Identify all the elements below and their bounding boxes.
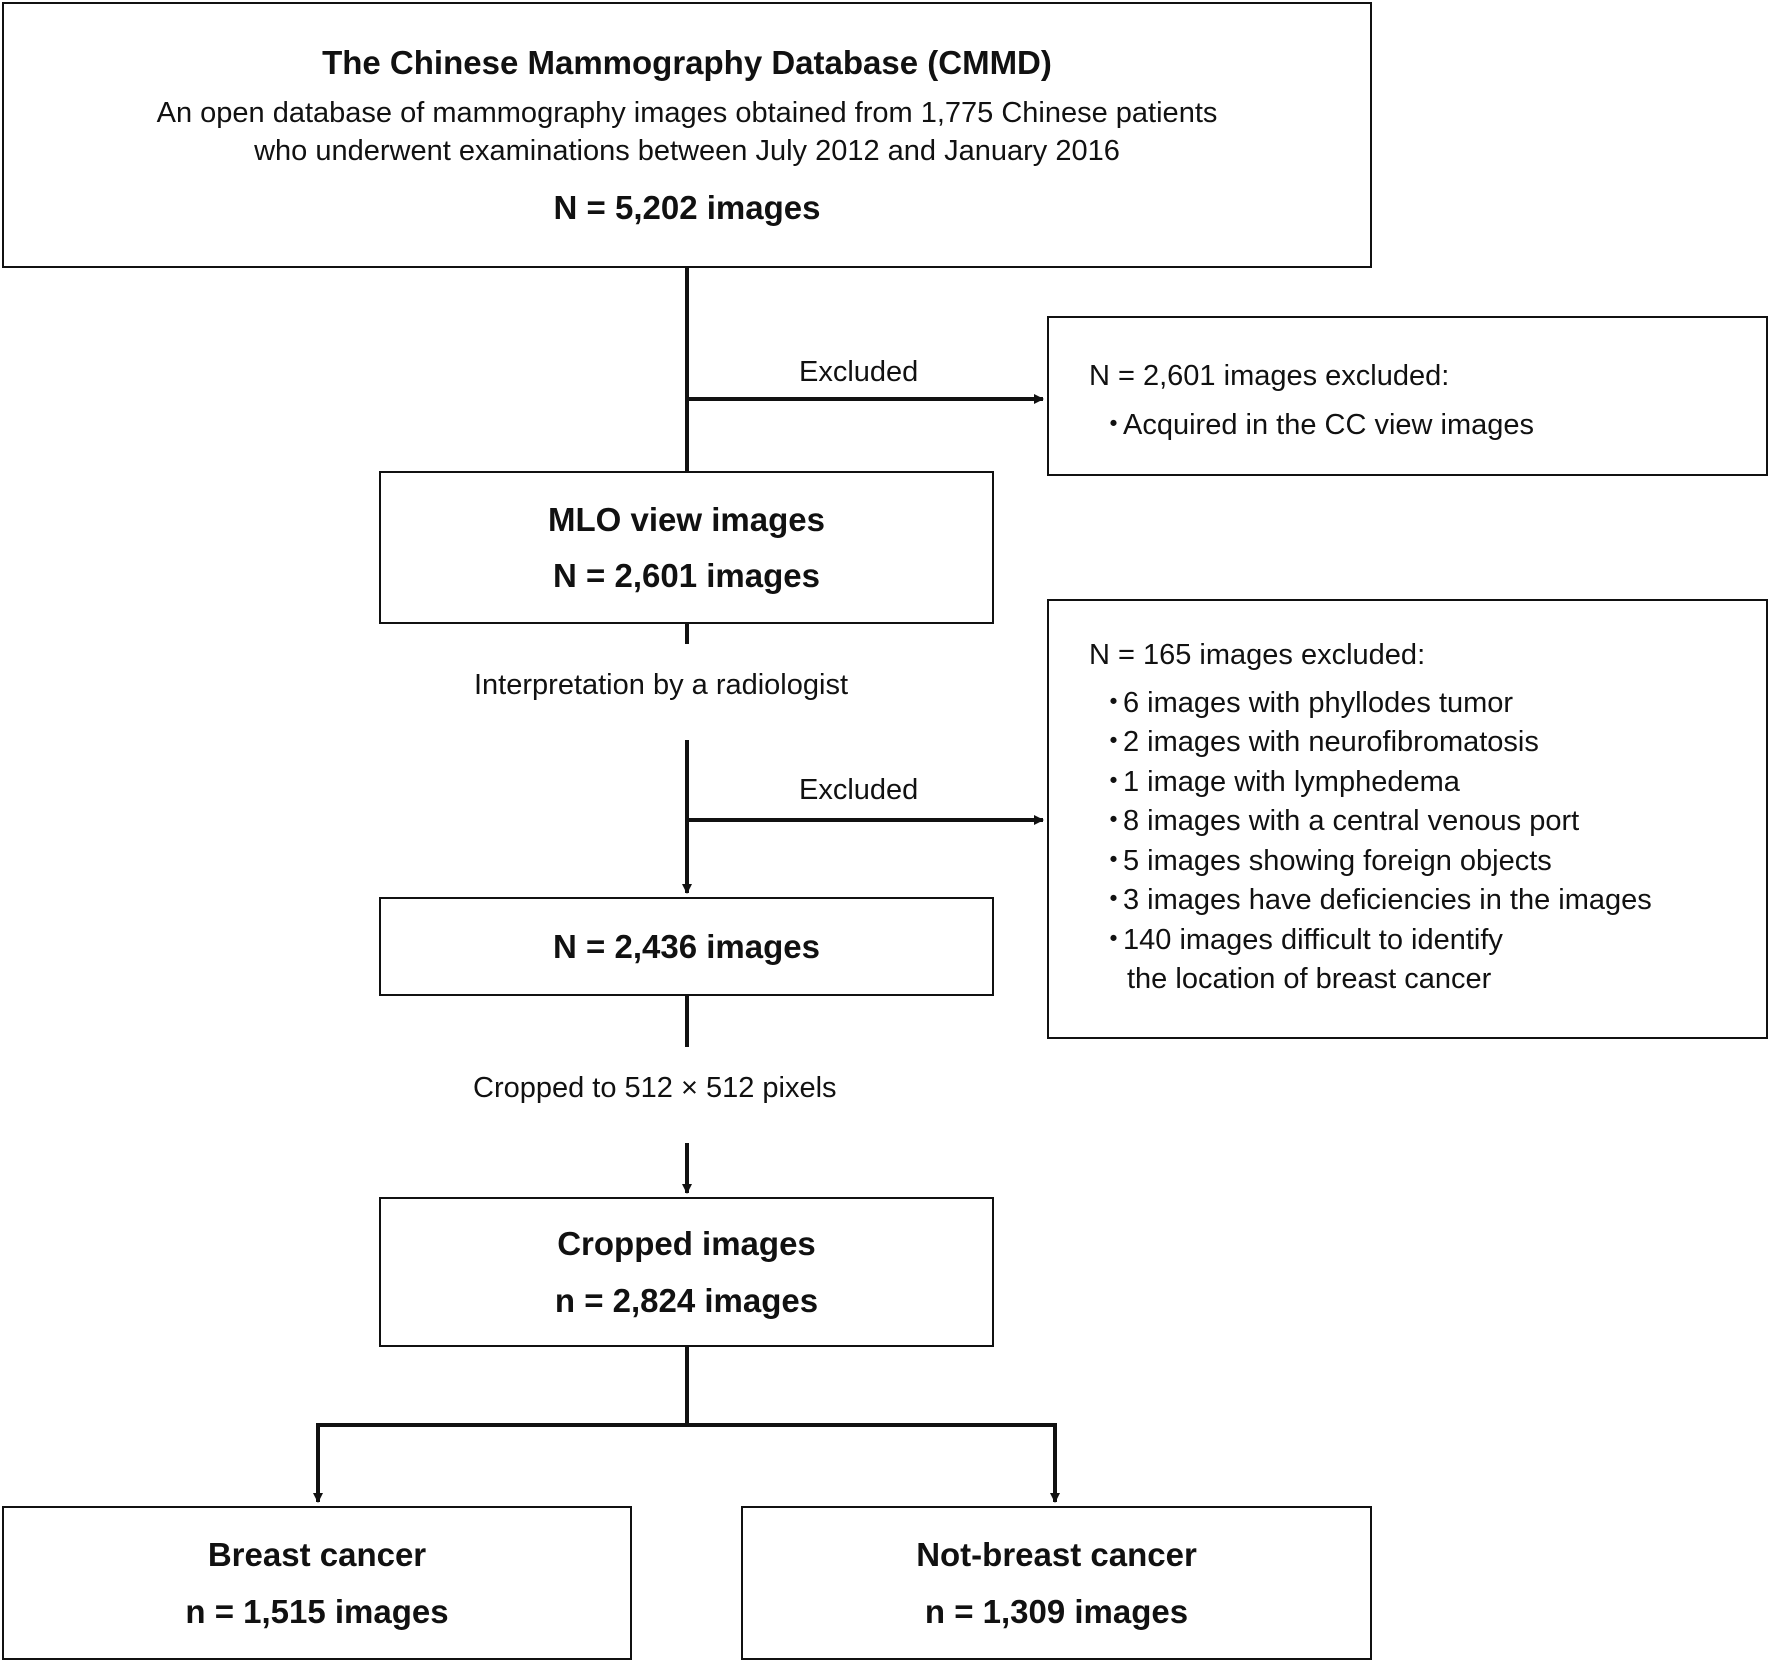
exclusion-2-item: 3 images have deficiencies in the images <box>1089 881 1766 921</box>
interpretation-step-label: Interpretation by a radiologist <box>474 669 848 701</box>
not-breast-cancer-box: Not-breast cancer n = 1,309 images <box>741 1506 1372 1660</box>
after-exclusion-count: N = 2,436 images <box>553 927 820 965</box>
exclusion-2-title: N = 165 images excluded: <box>1089 639 1426 671</box>
crop-step-label: Cropped to 512 × 512 pixels <box>473 1072 837 1104</box>
exclusion-2-item: 1 image with lymphedema <box>1089 763 1766 803</box>
cropped-images-title: Cropped images <box>557 1225 816 1263</box>
cropped-images-box: Cropped images n = 2,824 images <box>379 1197 994 1347</box>
breast-cancer-title: Breast cancer <box>207 1536 427 1574</box>
exclusion-2-item: 2 images with neurofibromatosis <box>1089 723 1766 763</box>
excluded-label-1: Excluded <box>799 356 919 388</box>
mlo-view-count: N = 2,601 images <box>553 557 820 594</box>
breast-cancer-box: Breast cancer n = 1,515 images <box>2 1506 632 1660</box>
exclusion-box-2: N = 165 images excluded: 6 images with p… <box>1047 599 1768 1039</box>
source-database-title: The Chinese Mammography Database (CMMD) <box>322 44 1052 82</box>
exclusion-2-item: 6 images with phyllodes tumor <box>1089 684 1766 724</box>
exclusion-2-item: 5 images showing foreign objects <box>1089 842 1766 882</box>
breast-cancer-count: n = 1,515 images <box>185 1592 449 1630</box>
not-breast-cancer-title: Not-breast cancer <box>916 1536 1197 1574</box>
exclusion-2-item: 8 images with a central venous port <box>1089 802 1766 842</box>
source-database-box: The Chinese Mammography Database (CMMD) … <box>2 2 1372 268</box>
source-database-count: N = 5,202 images <box>553 188 821 226</box>
excluded-label-2: Excluded <box>799 774 919 806</box>
exclusion-2-item: 140 images difficult to identify <box>1089 921 1766 961</box>
source-database-desc-line2: who underwent examinations between July … <box>254 135 1120 167</box>
exclusion-1-item: Acquired in the CC view images <box>1089 406 1766 446</box>
source-database-desc-line1: An open database of mammography images o… <box>156 97 1218 130</box>
mlo-view-box: MLO view images N = 2,601 images <box>379 471 994 624</box>
exclusion-box-1: N = 2,601 images excluded: Acquired in t… <box>1047 316 1768 476</box>
exclusion-1-title: N = 2,601 images excluded: <box>1089 360 1450 392</box>
after-exclusion-box: N = 2,436 images <box>379 897 994 996</box>
not-breast-cancer-count: n = 1,309 images <box>924 1592 1189 1630</box>
mlo-view-title: MLO view images <box>548 500 825 538</box>
cropped-images-count: n = 2,824 images <box>554 1281 819 1319</box>
exclusion-2-item-continuation: the location of breast cancer <box>1127 963 1492 996</box>
